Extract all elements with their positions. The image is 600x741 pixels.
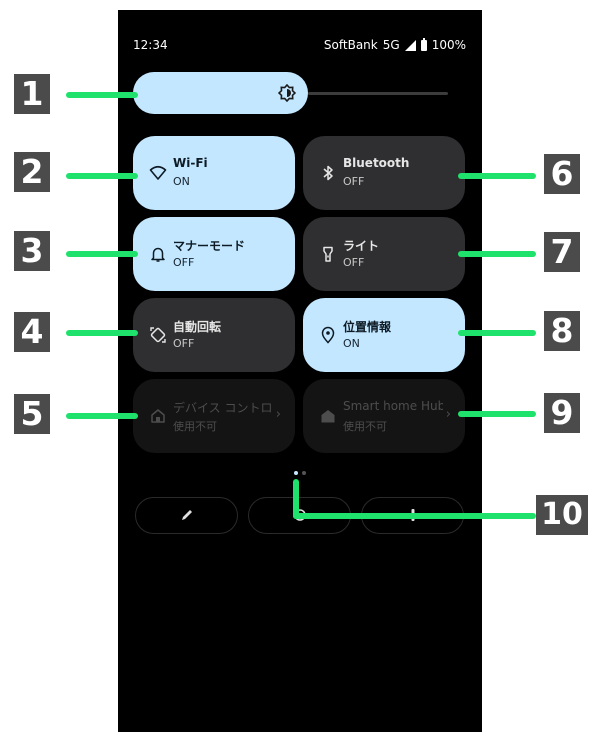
home-icon [151, 409, 165, 423]
tile-state: 使用不可 [343, 420, 387, 433]
edit-icon [182, 510, 192, 520]
callout-7: 7 [544, 232, 580, 272]
callout-line-7 [458, 251, 536, 257]
callout-9: 9 [544, 393, 580, 433]
chevron-right-icon: › [275, 407, 281, 422]
chevron-right-icon: › [445, 407, 451, 422]
page-indicator [294, 471, 306, 475]
page-dot [302, 471, 306, 475]
callout-2: 2 [14, 152, 50, 192]
bell-icon [151, 247, 165, 262]
battery-level: 100% [431, 38, 466, 52]
carrier-label: SoftBank [323, 38, 378, 52]
tile-label: Bluetooth [343, 156, 410, 170]
flashlight-icon [323, 246, 333, 262]
tile-auto-rotate[interactable]: 自動回転 OFF [133, 298, 295, 372]
tile-state: ON [343, 337, 360, 350]
brightness-track[interactable] [308, 92, 448, 95]
tile-label: 位置情報 [343, 320, 392, 334]
tile-label: Smart home Hub [343, 399, 443, 413]
callout-4: 4 [14, 312, 50, 352]
tile-location[interactable]: 位置情報 ON [303, 298, 465, 372]
signal-icon [404, 39, 416, 51]
status-bar-right: SoftBank 5G 100% [323, 37, 466, 52]
callout-line-1 [66, 92, 138, 98]
callout-line-10 [293, 513, 536, 519]
tile-state: OFF [343, 256, 365, 269]
callout-8: 8 [544, 311, 580, 351]
callout-1: 1 [14, 74, 50, 114]
tile-label: Wi-Fi [173, 156, 208, 170]
battery-icon [420, 37, 427, 51]
tile-bluetooth[interactable]: Bluetooth OFF [303, 136, 465, 210]
callout-line-8 [458, 330, 536, 336]
rotate-icon [150, 327, 166, 343]
callout-line-10-vertical [293, 479, 299, 519]
callout-line-5 [66, 413, 138, 419]
tile-label: マナーモード [173, 239, 246, 253]
callout-6: 6 [544, 154, 580, 194]
tile-label: デバイス コントロール [173, 401, 273, 415]
tile-manner-mode[interactable]: マナーモード OFF [133, 217, 295, 291]
brightness-slider[interactable] [133, 72, 308, 114]
tile-label: 自動回転 [173, 320, 222, 334]
wifi-icon [149, 165, 167, 180]
callout-10: 10 [536, 495, 588, 535]
callout-5: 5 [14, 394, 50, 434]
tile-label: ライト [343, 239, 380, 253]
tile-state: ON [173, 175, 190, 188]
tile-flashlight[interactable]: ライト OFF [303, 217, 465, 291]
tile-state: 使用不可 [173, 420, 217, 433]
tile-smart-home-hub[interactable]: Smart home Hub 使用不可 › [303, 379, 465, 453]
smart-home-icon [321, 410, 335, 423]
callout-line-9 [458, 411, 536, 417]
tile-state: OFF [173, 256, 195, 269]
network-label: 5G [382, 38, 400, 52]
tile-device-controls[interactable]: デバイス コントロール 使用不可 › [133, 379, 295, 453]
tile-state: OFF [343, 175, 365, 188]
callout-3: 3 [14, 231, 50, 271]
phone-screen: 12:34 SoftBank 5G 100% Wi-Fi ON Bluetoot… [118, 10, 482, 732]
callout-line-4 [66, 330, 138, 336]
callout-line-3 [66, 251, 138, 257]
brightness-icon [278, 84, 296, 102]
page-dot-active [294, 471, 298, 475]
bluetooth-icon [323, 165, 333, 181]
status-time: 12:34 [133, 38, 168, 52]
edit-button[interactable] [135, 497, 238, 534]
callout-line-6 [458, 173, 536, 179]
tile-wifi[interactable]: Wi-Fi ON [133, 136, 295, 210]
callout-line-2 [66, 173, 138, 179]
tile-state: OFF [173, 337, 195, 350]
location-icon [321, 326, 335, 344]
